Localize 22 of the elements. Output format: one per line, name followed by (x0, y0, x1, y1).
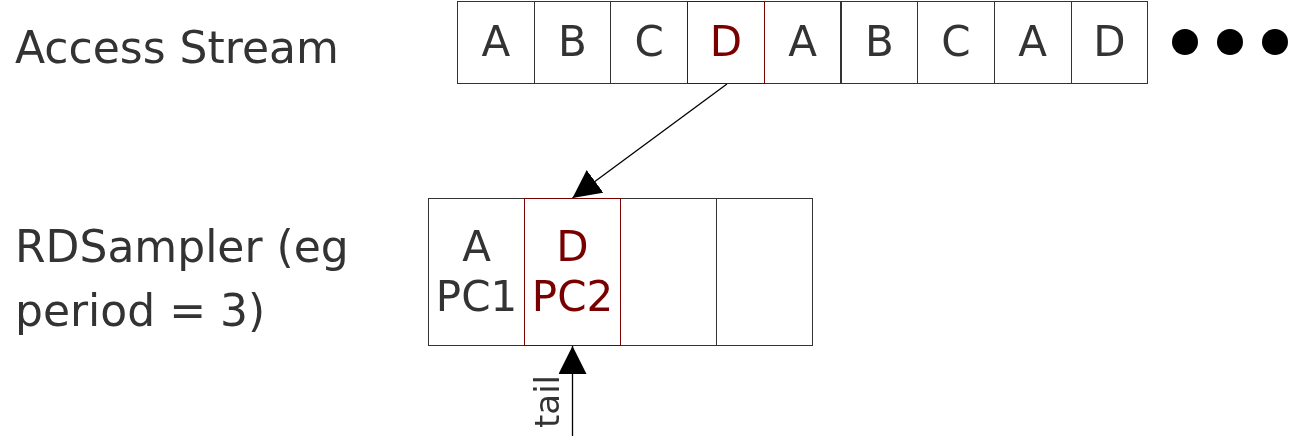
edge-label: tail (526, 374, 567, 428)
cell: C (610, 1, 689, 84)
cell: A (457, 1, 535, 84)
cell: A (763, 1, 842, 84)
cell: C (917, 1, 995, 84)
cell: A (993, 1, 1072, 84)
cell-letter: A (462, 221, 491, 272)
cell (716, 198, 813, 346)
cell: D (687, 1, 765, 84)
cell-letter: D (556, 221, 589, 272)
cell (524, 198, 621, 346)
row-label: RDSampler (eg period = 3) (15, 220, 350, 338)
cell: B (533, 1, 612, 84)
cell-subtext: PC1 (435, 272, 518, 323)
cell (620, 198, 717, 346)
cell (428, 198, 525, 346)
arrow (571, 83, 728, 199)
cell: D (1070, 1, 1149, 84)
cell: B (840, 1, 919, 84)
arrow (558, 345, 587, 436)
cell-subtext: PC2 (531, 272, 614, 323)
row-label: Access Stream (15, 21, 340, 75)
